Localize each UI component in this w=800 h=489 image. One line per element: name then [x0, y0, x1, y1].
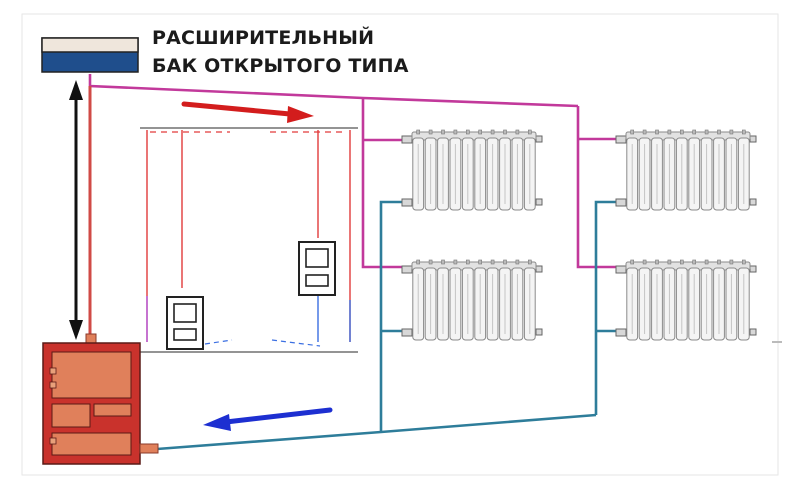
- double-arrow-icon: [69, 80, 83, 340]
- boiler: [42, 333, 159, 465]
- tank-title-line-2: БАК ОТКРЫТОГО ТИПА: [152, 55, 409, 77]
- inset-boiler-left: [166, 296, 204, 350]
- arrow-right-icon: [181, 101, 314, 123]
- frame-border: [21, 13, 779, 476]
- inset-diagram: [140, 127, 358, 353]
- tank-title-line-1: РАСШИРИТЕЛЬНЫЙ: [152, 27, 375, 49]
- radiator-bottom-left: [401, 259, 543, 341]
- supply-pipes: [88, 74, 625, 269]
- radiators: [401, 129, 757, 341]
- expansion-tank: [41, 37, 139, 73]
- radiator-top-right: [615, 129, 757, 211]
- radiator-top-left: [401, 129, 543, 211]
- return-pipes: [156, 200, 622, 451]
- radiator-bottom-right: [615, 259, 757, 341]
- inset-boiler-right: [298, 241, 336, 296]
- arrow-left-icon: [203, 407, 333, 431]
